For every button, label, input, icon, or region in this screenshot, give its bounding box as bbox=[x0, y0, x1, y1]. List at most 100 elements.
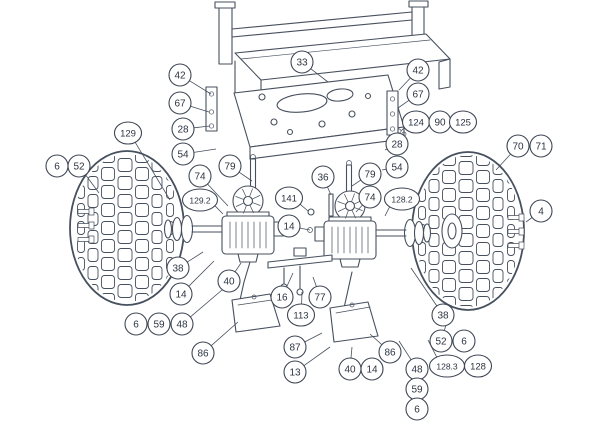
linkage-bracket bbox=[293, 247, 307, 257]
callout-balloon-38 bbox=[166, 256, 190, 280]
callout-label-52: 52 bbox=[73, 161, 85, 172]
left-tire-tread bbox=[77, 132, 174, 334]
tread-block bbox=[492, 233, 504, 247]
callout-label-129.2: 129.2 bbox=[189, 195, 211, 205]
right-tire-tread bbox=[418, 155, 515, 328]
cross-bar bbox=[267, 254, 333, 269]
tread-block bbox=[492, 251, 504, 265]
callout-balloon-16 bbox=[270, 285, 294, 309]
callout-label-42: 42 bbox=[174, 70, 186, 81]
tread-block bbox=[151, 176, 163, 190]
tread-block bbox=[476, 206, 490, 220]
callout-balloon-38 bbox=[431, 303, 455, 327]
callout-balloon-74 bbox=[358, 185, 382, 209]
callout-label-14: 14 bbox=[366, 364, 378, 375]
hanger-plate bbox=[205, 86, 218, 132]
callout-balloon-87 bbox=[283, 335, 307, 359]
leader-line-14 bbox=[299, 227, 311, 231]
left-deflector-shield bbox=[231, 261, 281, 333]
leader-line-36 bbox=[327, 186, 332, 196]
bolt-set bbox=[507, 213, 525, 250]
bottom-bracket bbox=[339, 258, 361, 268]
right-post-cap bbox=[408, 0, 429, 8]
tread-block bbox=[117, 266, 133, 280]
callout-label-87: 87 bbox=[289, 342, 301, 353]
tread-block bbox=[458, 251, 474, 265]
hanger-bolt bbox=[208, 91, 215, 97]
callout-label-14: 14 bbox=[283, 221, 295, 232]
tread-block bbox=[88, 321, 98, 334]
tread-block bbox=[442, 188, 456, 202]
hub-washer bbox=[422, 223, 432, 243]
callout-balloon-128 bbox=[463, 354, 493, 378]
tread-block bbox=[418, 296, 426, 307]
left-transmission bbox=[191, 185, 284, 263]
callout-balloon-79 bbox=[358, 162, 382, 186]
right-wheel-hub bbox=[403, 218, 432, 248]
tread-block bbox=[87, 176, 99, 190]
fan-spoke bbox=[252, 202, 261, 206]
tread-block bbox=[117, 158, 133, 172]
callout-label-74: 74 bbox=[364, 192, 376, 203]
deck-hole bbox=[364, 92, 372, 100]
leader-line-40 bbox=[350, 346, 353, 359]
tread-block bbox=[428, 251, 440, 265]
tread-block bbox=[101, 185, 115, 199]
callout-balloon-125 bbox=[448, 110, 478, 134]
bottom-bracket bbox=[237, 253, 259, 263]
tread-block bbox=[477, 315, 490, 328]
tread-block bbox=[507, 260, 515, 274]
callout-label-128.2: 128.2 bbox=[391, 194, 413, 204]
deflector-arm bbox=[239, 261, 251, 301]
fitting bbox=[307, 208, 315, 216]
callout-label-128: 128 bbox=[470, 361, 486, 372]
callout-balloon-74 bbox=[188, 164, 212, 188]
leader-line-54 bbox=[193, 148, 217, 153]
callout-balloon-86 bbox=[378, 340, 402, 364]
tread-block bbox=[117, 230, 133, 244]
callout-label-33: 33 bbox=[296, 57, 308, 68]
left-hardware-bolts bbox=[77, 207, 95, 244]
callout-balloon-129 bbox=[113, 121, 143, 145]
fan-spoke bbox=[351, 193, 355, 202]
tread-block bbox=[476, 170, 490, 184]
callout-balloon-28 bbox=[171, 117, 195, 141]
callout-label-48: 48 bbox=[411, 364, 423, 375]
tread-block bbox=[152, 141, 162, 154]
tread-block bbox=[476, 278, 490, 292]
leader-line-86 bbox=[369, 333, 383, 345]
callout-balloon-42 bbox=[168, 63, 192, 87]
tread-block bbox=[87, 194, 99, 208]
left-wheel-hub bbox=[163, 214, 194, 244]
callout-label-90: 90 bbox=[434, 117, 446, 128]
callout-label-40: 40 bbox=[344, 364, 356, 375]
callout-balloon-54 bbox=[385, 155, 409, 179]
tread-block bbox=[117, 194, 133, 208]
hanger-bolt bbox=[208, 109, 215, 115]
deflector-bolt bbox=[349, 302, 355, 308]
deflector-plate bbox=[329, 301, 379, 343]
callout-balloon-77 bbox=[308, 285, 332, 309]
callout-balloon-70 bbox=[506, 134, 530, 158]
callout-balloon-52 bbox=[67, 154, 91, 178]
tread-block bbox=[151, 212, 163, 226]
callout-balloon-33 bbox=[290, 50, 314, 74]
bolt-set bbox=[77, 207, 95, 244]
tread-block bbox=[135, 257, 149, 271]
fan-hub bbox=[242, 195, 254, 207]
leader-line-128.2 bbox=[384, 206, 390, 217]
tread-block bbox=[151, 194, 163, 208]
cooling-fins bbox=[229, 221, 267, 249]
tread-block bbox=[101, 239, 115, 253]
tread-block bbox=[102, 132, 115, 145]
deck-hole bbox=[318, 120, 326, 128]
fan-spoke bbox=[252, 195, 261, 200]
fan-spoke bbox=[249, 188, 253, 197]
leader-line-14 bbox=[188, 260, 215, 287]
callout-label-38: 38 bbox=[437, 310, 449, 321]
tread-block bbox=[88, 303, 98, 316]
callout-balloon-13 bbox=[283, 360, 307, 384]
tread-block bbox=[101, 167, 115, 181]
callout-label-54: 54 bbox=[391, 162, 403, 173]
left-post-cap bbox=[214, 1, 236, 9]
